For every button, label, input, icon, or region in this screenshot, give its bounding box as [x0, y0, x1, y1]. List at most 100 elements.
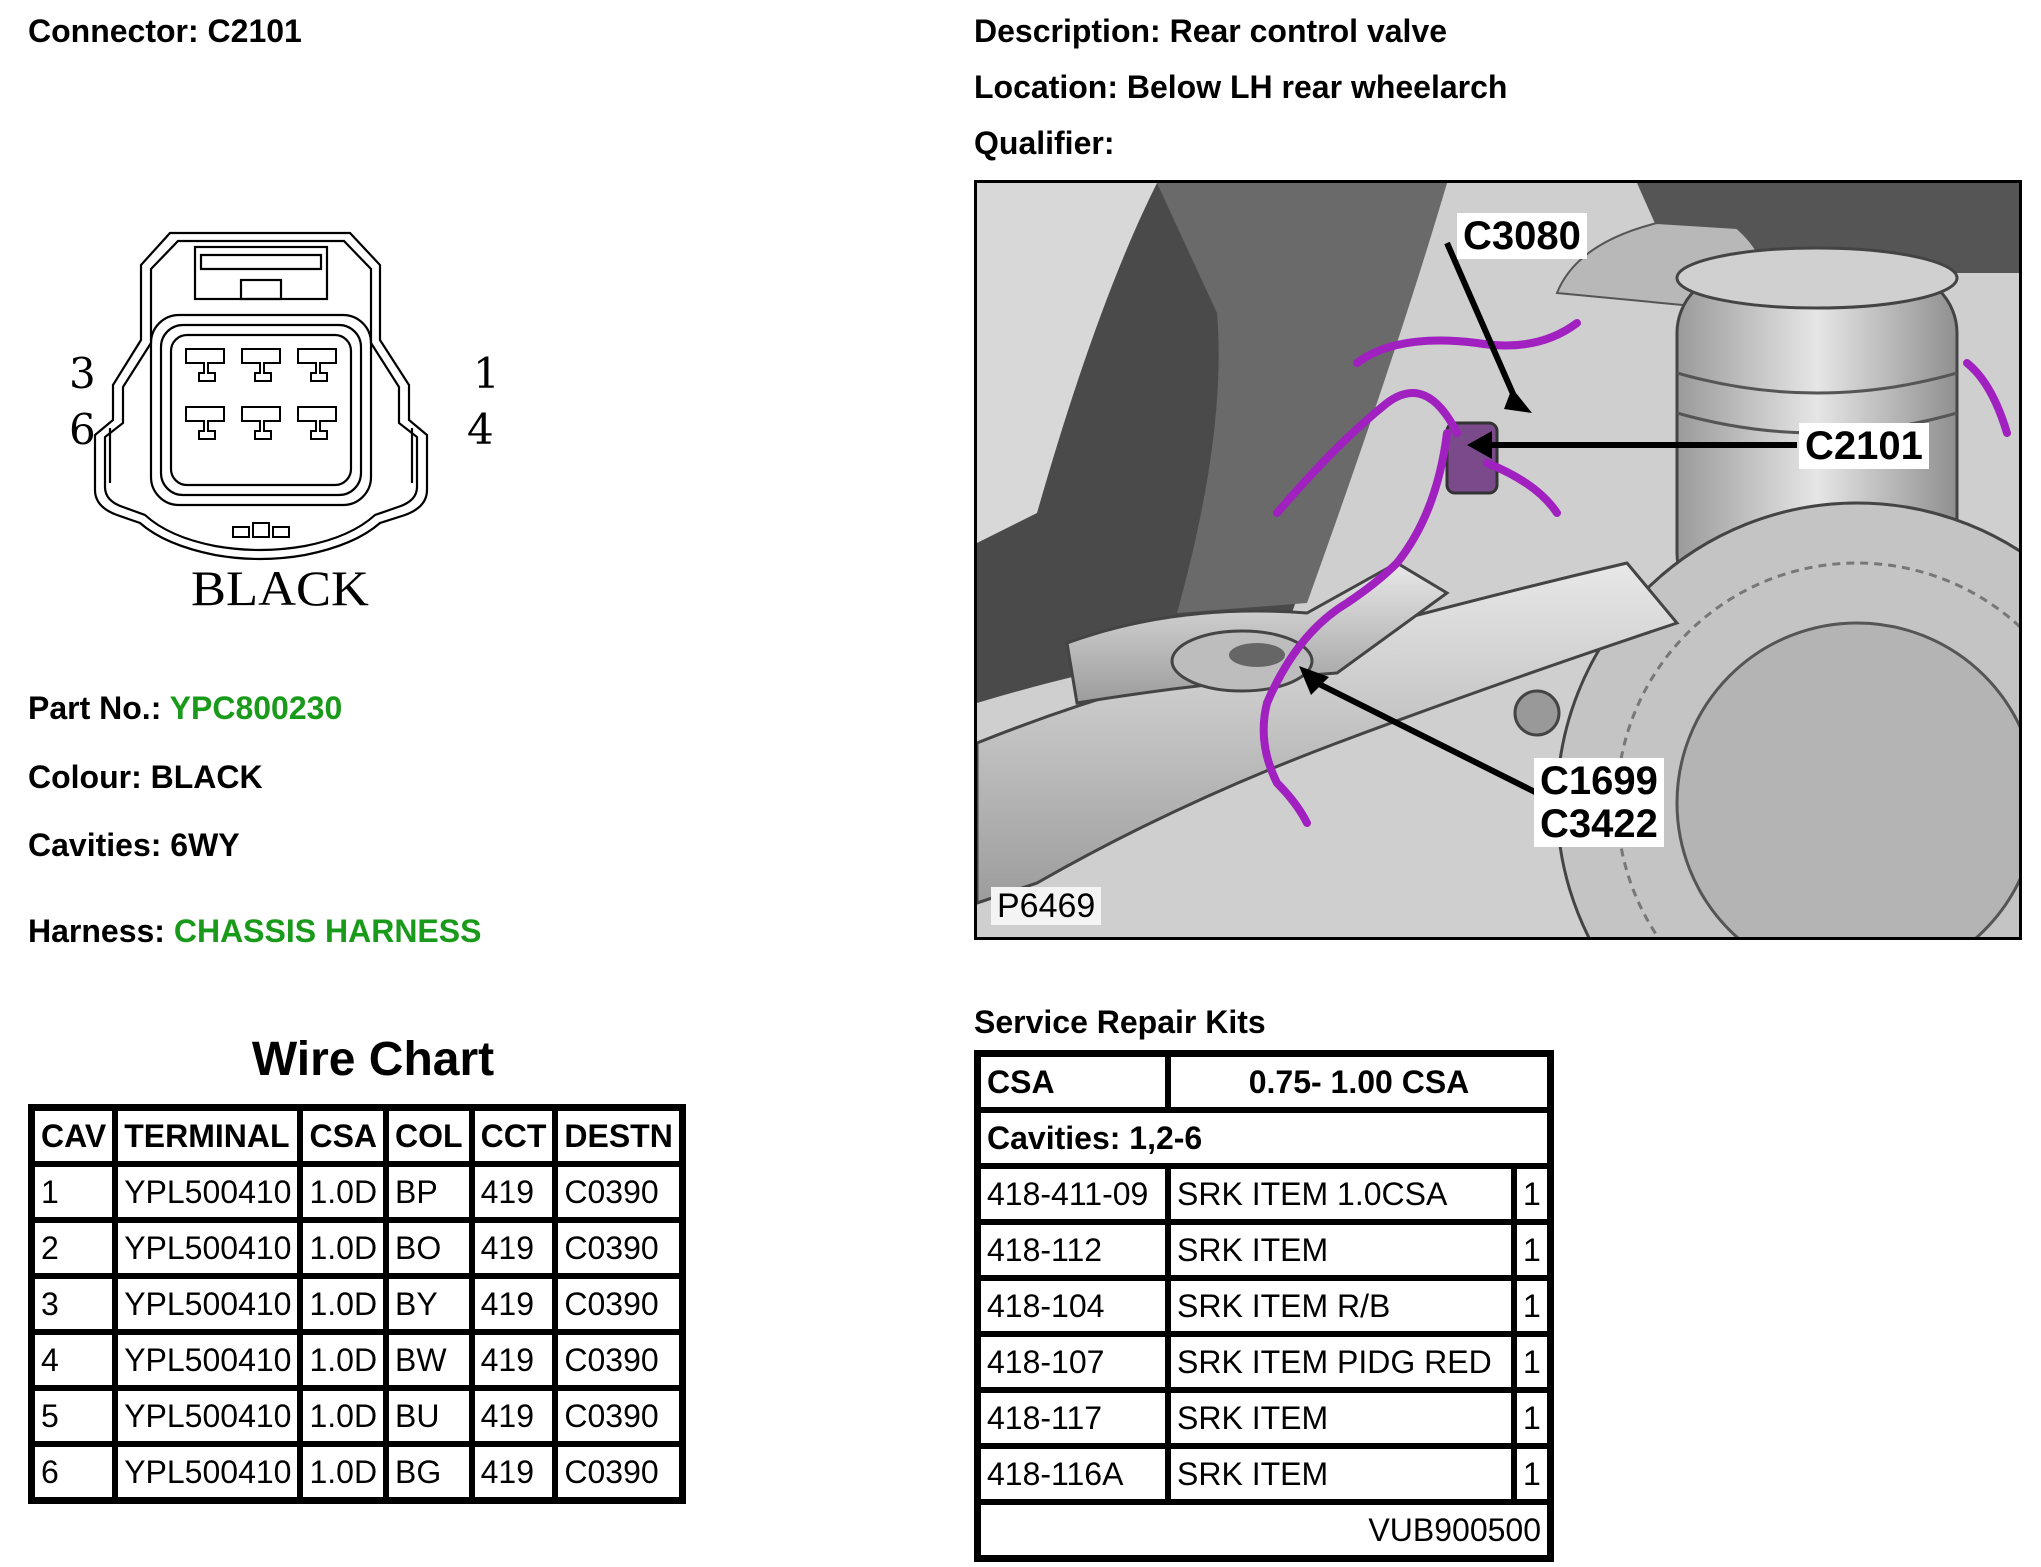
- connector-id: C2101: [207, 13, 302, 49]
- cell-terminal[interactable]: YPL500410: [115, 1388, 301, 1444]
- cell-cav: 3: [32, 1276, 116, 1332]
- footer-row: VUB900500: [978, 1502, 1550, 1558]
- kit-quantity: 1: [1514, 1278, 1550, 1334]
- location-photo: C3080 C2101 C1699 C3422 P6469: [974, 180, 2022, 940]
- csa-label: CSA: [978, 1054, 1168, 1110]
- col-header-terminal: TERMINAL: [115, 1108, 301, 1164]
- cell-col: BU: [386, 1388, 472, 1444]
- list-item: 418-112 SRK ITEM 1: [978, 1222, 1550, 1278]
- part-number-link[interactable]: YPC800230: [169, 690, 343, 726]
- kit-part-number[interactable]: 418-112: [978, 1222, 1168, 1278]
- list-item: 418-117 SRK ITEM 1: [978, 1390, 1550, 1446]
- kit-description: SRK ITEM PIDG RED: [1168, 1334, 1514, 1390]
- table-row: 4 YPL500410 1.0D BW 419 C0390: [32, 1332, 682, 1388]
- cell-csa: 1.0D: [300, 1444, 387, 1500]
- kit-quantity: 1: [1514, 1222, 1550, 1278]
- kit-description: SRK ITEM: [1168, 1390, 1514, 1446]
- qualifier-field: Qualifier:: [974, 125, 1115, 161]
- cavities-field: Cavities: 6WY: [28, 827, 240, 863]
- cell-terminal[interactable]: YPL500410: [115, 1332, 301, 1388]
- cell-col: BP: [386, 1164, 472, 1220]
- table-row: 5 YPL500410 1.0D BU 419 C0390: [32, 1388, 682, 1444]
- service-kits-title: Service Repair Kits: [974, 1004, 1266, 1040]
- col-header-destn: DESTN: [555, 1108, 682, 1164]
- cell-cav: 5: [32, 1388, 116, 1444]
- cell-destn[interactable]: C0390: [555, 1220, 682, 1276]
- service-kits-table: CSA 0.75- 1.00 CSA Cavities: 1,2-6 418-4…: [974, 1050, 1554, 1562]
- callout-c2101: C2101: [1799, 423, 1929, 469]
- col-header-col: COL: [386, 1108, 472, 1164]
- cavity-label-6: 6: [69, 405, 96, 454]
- csa-value: 0.75- 1.00 CSA: [1168, 1054, 1550, 1110]
- kit-description: SRK ITEM R/B: [1168, 1278, 1514, 1334]
- cell-terminal[interactable]: YPL500410: [115, 1444, 301, 1500]
- cell-csa: 1.0D: [300, 1388, 387, 1444]
- cell-cav: 6: [32, 1444, 116, 1500]
- cavity-label-3: 3: [69, 349, 96, 398]
- part-number: Part No.: YPC800230: [28, 690, 343, 726]
- connector-outline-icon: [93, 231, 429, 561]
- kit-part-number[interactable]: 418-117: [978, 1390, 1168, 1446]
- cell-terminal[interactable]: YPL500410: [115, 1164, 301, 1220]
- description-field: Description: Rear control valve: [974, 13, 1448, 49]
- cell-csa: 1.0D: [300, 1332, 387, 1388]
- list-item: 418-116A SRK ITEM 1: [978, 1446, 1550, 1502]
- cell-cct: 419: [471, 1276, 556, 1332]
- kit-quantity: 1: [1514, 1166, 1550, 1222]
- kit-footer-code: VUB900500: [978, 1502, 1550, 1558]
- cell-destn[interactable]: C0390: [555, 1444, 682, 1500]
- kit-part-number[interactable]: 418-411-09: [978, 1166, 1168, 1222]
- kit-part-number[interactable]: 418-107: [978, 1334, 1168, 1390]
- cell-csa: 1.0D: [300, 1220, 387, 1276]
- cell-terminal[interactable]: YPL500410: [115, 1220, 301, 1276]
- callout-c1699: C1699: [1534, 758, 1664, 804]
- list-item: 418-104 SRK ITEM R/B 1: [978, 1278, 1550, 1334]
- col-header-csa: CSA: [300, 1108, 387, 1164]
- cell-cct: 419: [471, 1164, 556, 1220]
- kit-cavities: Cavities: 1,2-6: [978, 1110, 1550, 1166]
- list-item: 418-107 SRK ITEM PIDG RED 1: [978, 1334, 1550, 1390]
- cell-destn[interactable]: C0390: [555, 1164, 682, 1220]
- cell-col: BY: [386, 1276, 472, 1332]
- wire-chart-table: CAV TERMINAL CSA COL CCT DESTN 1 YPL5004…: [28, 1104, 686, 1504]
- cavity-label-4: 4: [467, 405, 494, 454]
- cell-col: BO: [386, 1220, 472, 1276]
- cell-cct: 419: [471, 1220, 556, 1276]
- photo-reference: P6469: [991, 887, 1102, 925]
- cell-cav: 2: [32, 1220, 116, 1276]
- kit-quantity: 1: [1514, 1334, 1550, 1390]
- cell-cct: 419: [471, 1388, 556, 1444]
- connector-colour-caption: BLACK: [191, 560, 369, 616]
- table-row: 2 YPL500410 1.0D BO 419 C0390: [32, 1220, 682, 1276]
- harness-field: Harness: CHASSIS HARNESS: [28, 913, 482, 949]
- cell-cct: 419: [471, 1444, 556, 1500]
- cell-destn[interactable]: C0390: [555, 1276, 682, 1332]
- kit-quantity: 1: [1514, 1446, 1550, 1502]
- list-item: 418-411-09 SRK ITEM 1.0CSA 1: [978, 1166, 1550, 1222]
- callout-c3422: C3422: [1534, 801, 1664, 847]
- cell-col: BW: [386, 1332, 472, 1388]
- kit-description: SRK ITEM: [1168, 1446, 1514, 1502]
- kit-description: SRK ITEM 1.0CSA: [1168, 1166, 1514, 1222]
- cell-destn[interactable]: C0390: [555, 1388, 682, 1444]
- kit-part-number[interactable]: 418-116A: [978, 1446, 1168, 1502]
- cavities-row: Cavities: 1,2-6: [978, 1110, 1550, 1166]
- wire-chart-title: Wire Chart: [251, 1033, 495, 1086]
- cell-cct: 419: [471, 1332, 556, 1388]
- kit-quantity: 1: [1514, 1390, 1550, 1446]
- wire-chart-header-row: CAV TERMINAL CSA COL CCT DESTN: [32, 1108, 682, 1164]
- cell-cav: 4: [32, 1332, 116, 1388]
- table-row: 1 YPL500410 1.0D BP 419 C0390: [32, 1164, 682, 1220]
- location-illustration: [977, 183, 2019, 937]
- colour-field: Colour: BLACK: [28, 759, 263, 795]
- col-header-cav: CAV: [32, 1108, 116, 1164]
- cell-terminal[interactable]: YPL500410: [115, 1276, 301, 1332]
- connector-heading: Connector: C2101: [28, 13, 302, 49]
- cell-csa: 1.0D: [300, 1276, 387, 1332]
- kit-part-number[interactable]: 418-104: [978, 1278, 1168, 1334]
- cell-csa: 1.0D: [300, 1164, 387, 1220]
- cell-destn[interactable]: C0390: [555, 1332, 682, 1388]
- harness-link[interactable]: CHASSIS HARNESS: [173, 913, 482, 949]
- cavity-label-1: 1: [473, 349, 500, 398]
- col-header-cct: CCT: [471, 1108, 556, 1164]
